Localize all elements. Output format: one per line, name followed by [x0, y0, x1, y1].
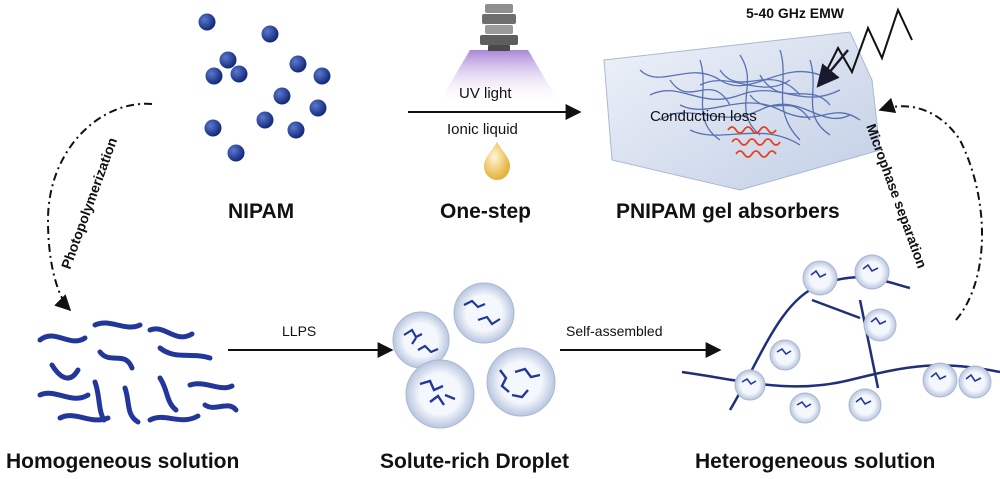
microphase-arrow: [878, 97, 983, 321]
uv-light-label: UV light: [459, 85, 512, 102]
pnipam-gel-block: [603, 31, 881, 191]
uv-lamp-icon: [438, 4, 560, 104]
emw-label: 5-40 GHz EMW: [746, 5, 845, 21]
heterogeneous-network: [681, 254, 1000, 424]
droplet-icon: [484, 142, 510, 180]
homogeneous-label: Homogeneous solution: [6, 450, 239, 473]
self-assembled-label: Self-assembled: [566, 323, 663, 339]
solute-rich-droplets: [392, 282, 556, 429]
nipam-monomers: [198, 13, 331, 162]
pnipam-gel-label: PNIPAM gel absorbers: [616, 200, 840, 223]
conduction-loss-label: Conduction loss: [650, 108, 757, 125]
photopolymerization-arrow: [46, 102, 153, 312]
one-step-label: One-step: [440, 200, 531, 223]
heterogeneous-label: Heterogeneous solution: [695, 450, 935, 473]
homogeneous-chains: [37, 320, 239, 425]
ionic-liquid-label: Ionic liquid: [447, 121, 518, 138]
llps-label: LLPS: [282, 323, 316, 339]
photopolymerization-label: Photopolymerization: [58, 135, 120, 271]
droplet-label: Solute-rich Droplet: [380, 450, 569, 473]
nipam-label: NIPAM: [228, 200, 294, 223]
emw-wave-icon: [816, 7, 913, 88]
microphase-label: Microphase separation: [863, 122, 930, 271]
